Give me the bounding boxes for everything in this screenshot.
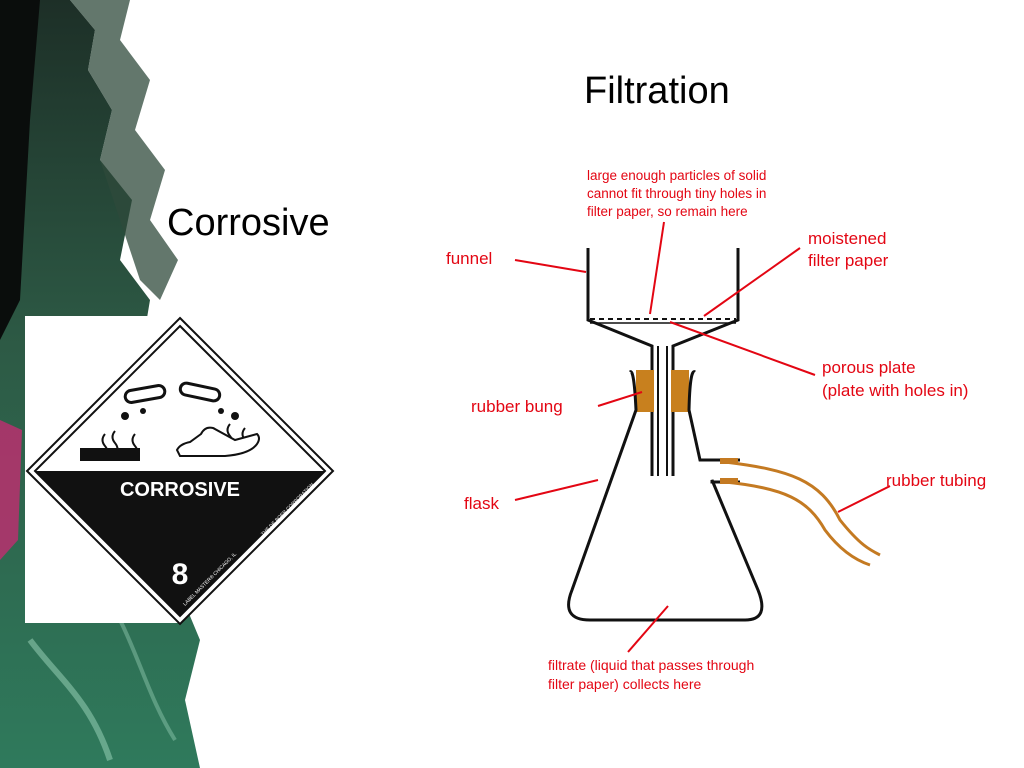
- label-filtrate-2: filter paper) collects here: [548, 676, 702, 692]
- drop-icon: [218, 408, 224, 414]
- label-funnel: funnel: [446, 249, 492, 268]
- label-particles-3: filter paper, so remain here: [587, 204, 748, 219]
- label-moistened-1: moistened: [808, 229, 886, 248]
- flask: [567, 370, 764, 622]
- label-rubber-tubing: rubber tubing: [886, 471, 986, 490]
- label-porous-2: (plate with holes in): [822, 381, 968, 400]
- label-rubber-bung: rubber bung: [471, 397, 563, 416]
- drop-icon: [121, 412, 129, 420]
- drop-icon: [140, 408, 146, 414]
- funnel: [586, 248, 740, 476]
- label-moistened-2: filter paper: [808, 251, 889, 270]
- rubber-bung-right: [671, 370, 689, 412]
- filtration-title: Filtration: [584, 70, 730, 112]
- label-particles-2: cannot fit through tiny holes in: [587, 186, 766, 201]
- drop-icon: [231, 412, 239, 420]
- corrosive-placard: CORROSIVE 8 LABEL MASTER® CHICAGO, IL TH…: [25, 316, 335, 626]
- placard-word: CORROSIVE: [120, 479, 240, 501]
- label-porous-1: porous plate: [822, 358, 916, 377]
- test-tube-left-icon: [123, 384, 167, 404]
- label-filtrate-1: filtrate (liquid that passes through: [548, 657, 754, 673]
- placard-class-number: 8: [172, 558, 189, 591]
- label-particles-1: large enough particles of solid: [587, 168, 766, 183]
- rubber-bung-left: [636, 370, 654, 412]
- label-flask: flask: [464, 494, 499, 513]
- hand-icon: [175, 426, 260, 457]
- test-tube-right-icon: [178, 381, 222, 403]
- metal-bar-icon: [80, 448, 140, 461]
- pointer-lines: [514, 221, 891, 653]
- rubber-tubing: [724, 460, 881, 557]
- corrosive-title: Corrosive: [167, 202, 330, 244]
